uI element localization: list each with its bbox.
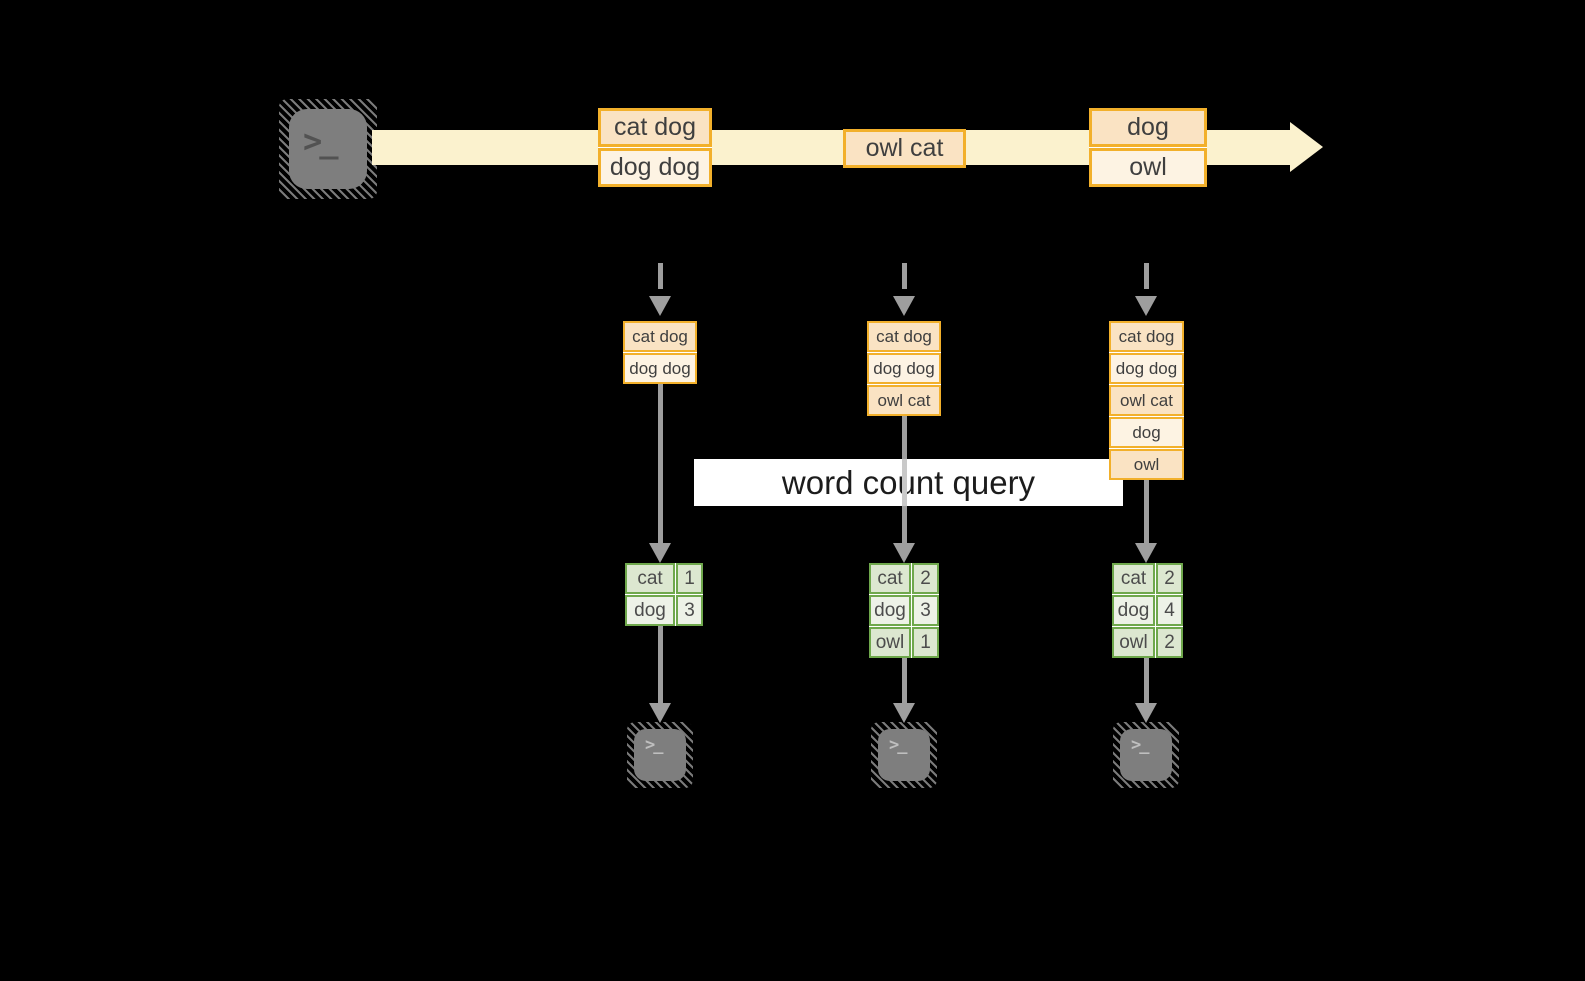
terminal-screen: >_ — [634, 729, 686, 781]
data-item-cell: owl — [1109, 449, 1184, 480]
word-cell: cat — [1112, 563, 1155, 594]
batch-to-input-dashed-arrow — [658, 263, 663, 289]
data-item-cell: dog dog — [598, 148, 712, 187]
terminal-prompt-icon: >_ — [303, 122, 338, 160]
terminal-screen: >_ — [878, 729, 930, 781]
terminal-screen: >_ — [1120, 729, 1172, 781]
sink-terminal-icon: >_ — [627, 722, 693, 788]
word-cell: dog — [625, 595, 675, 626]
query-flow-line — [658, 384, 663, 543]
sink-terminal-icon: >_ — [1113, 722, 1179, 788]
count-cell: 2 — [1156, 563, 1183, 594]
terminal-prompt-icon: >_ — [645, 735, 664, 755]
count-cell: 3 — [912, 595, 939, 626]
word-cell: owl — [1112, 627, 1155, 658]
arrow-down-icon — [649, 296, 671, 316]
query-flow-line — [902, 506, 907, 543]
arrow-down-icon — [1135, 296, 1157, 316]
data-item-cell: cat dog — [623, 321, 697, 352]
batch-to-input-dashed-arrow — [1144, 263, 1149, 289]
data-item-cell: dog dog — [623, 353, 697, 384]
count-cell: 2 — [1156, 627, 1183, 658]
terminal-prompt-icon: >_ — [1131, 735, 1150, 755]
arrow-down-icon — [1135, 543, 1157, 563]
query-flow-line — [902, 416, 907, 459]
data-item-cell: dog dog — [1109, 353, 1184, 384]
word-cell: dog — [1112, 595, 1155, 626]
arrow-down-icon — [893, 296, 915, 316]
source-terminal-icon: >_ — [279, 99, 377, 199]
data-item-cell: owl — [1089, 148, 1207, 187]
arrow-down-icon — [649, 543, 671, 563]
result-to-sink-arrow — [902, 658, 907, 703]
sink-terminal-icon: >_ — [871, 722, 937, 788]
query-flow-line — [902, 459, 907, 506]
arrow-down-icon — [893, 703, 915, 723]
word-cell: dog — [869, 595, 911, 626]
arrow-down-icon — [649, 703, 671, 723]
stream-arrow-head-icon — [1290, 122, 1323, 172]
count-cell: 1 — [912, 627, 939, 658]
data-item-cell: dog — [1089, 108, 1207, 147]
data-item-cell: dog dog — [867, 353, 941, 384]
count-cell: 2 — [912, 563, 939, 594]
query-label: word count query — [781, 463, 1036, 501]
query-label-bar: word count query — [694, 459, 1123, 506]
data-item-cell: owl cat — [867, 385, 941, 416]
data-item-cell: dog — [1109, 417, 1184, 448]
word-cell: cat — [869, 563, 911, 594]
result-to-sink-arrow — [658, 626, 663, 703]
query-flow-line — [1144, 480, 1149, 543]
data-item-cell: cat dog — [598, 108, 712, 147]
terminal-prompt-icon: >_ — [889, 735, 908, 755]
word-cell: cat — [625, 563, 675, 594]
data-item-cell: cat dog — [867, 321, 941, 352]
terminal-screen: >_ — [289, 109, 367, 189]
arrow-down-icon — [893, 543, 915, 563]
result-to-sink-arrow — [1144, 658, 1149, 703]
data-item-cell: owl cat — [843, 129, 966, 168]
batch-to-input-dashed-arrow — [902, 263, 907, 289]
word-cell: owl — [869, 627, 911, 658]
count-cell: 3 — [676, 595, 703, 626]
stream-batch-box: owl cat — [843, 129, 966, 168]
data-item-cell: cat dog — [1109, 321, 1184, 352]
data-item-cell: owl cat — [1109, 385, 1184, 416]
count-cell: 1 — [676, 563, 703, 594]
arrow-down-icon — [1135, 703, 1157, 723]
count-cell: 4 — [1156, 595, 1183, 626]
